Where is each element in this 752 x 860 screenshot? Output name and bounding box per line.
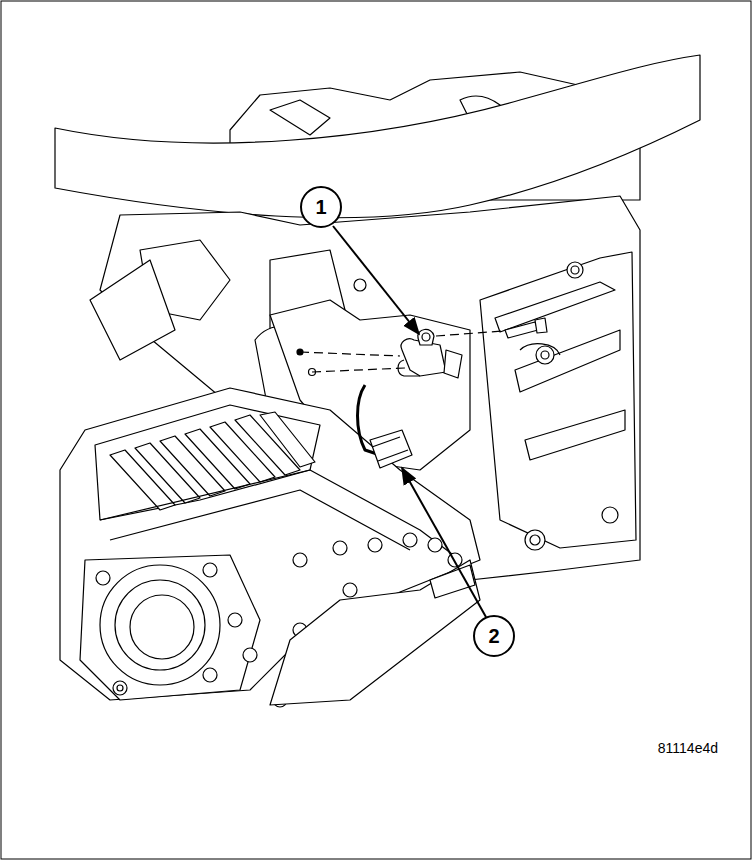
figure-code: 81114e4d bbox=[658, 740, 718, 756]
engine-lines bbox=[55, 55, 700, 707]
callout-circle: 1 bbox=[300, 186, 342, 228]
callout-number: 1 bbox=[315, 197, 326, 217]
leader-line bbox=[333, 226, 419, 334]
callout-circle: 2 bbox=[473, 615, 515, 657]
callout-number: 2 bbox=[488, 626, 499, 646]
leader-line bbox=[402, 468, 486, 617]
